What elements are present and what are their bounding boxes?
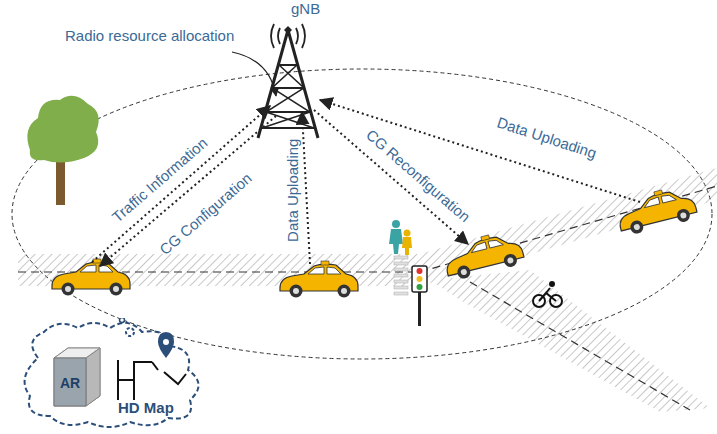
map-label: HD Map — [118, 400, 174, 417]
cube-label: AR — [60, 376, 80, 391]
link-label: Data Uploading — [285, 137, 302, 244]
link-label: Data Uploading — [493, 114, 600, 163]
link-label: CG Reconfiguration — [361, 125, 474, 227]
data-cloud: AR HD Map — [18, 318, 210, 430]
annotation: Radio resource allocation — [63, 28, 236, 45]
link-label: CG Configuration — [155, 169, 256, 260]
base-station: gNB — [291, 1, 320, 18]
cloud-outline — [18, 318, 210, 430]
node-title: gNB — [291, 1, 320, 18]
